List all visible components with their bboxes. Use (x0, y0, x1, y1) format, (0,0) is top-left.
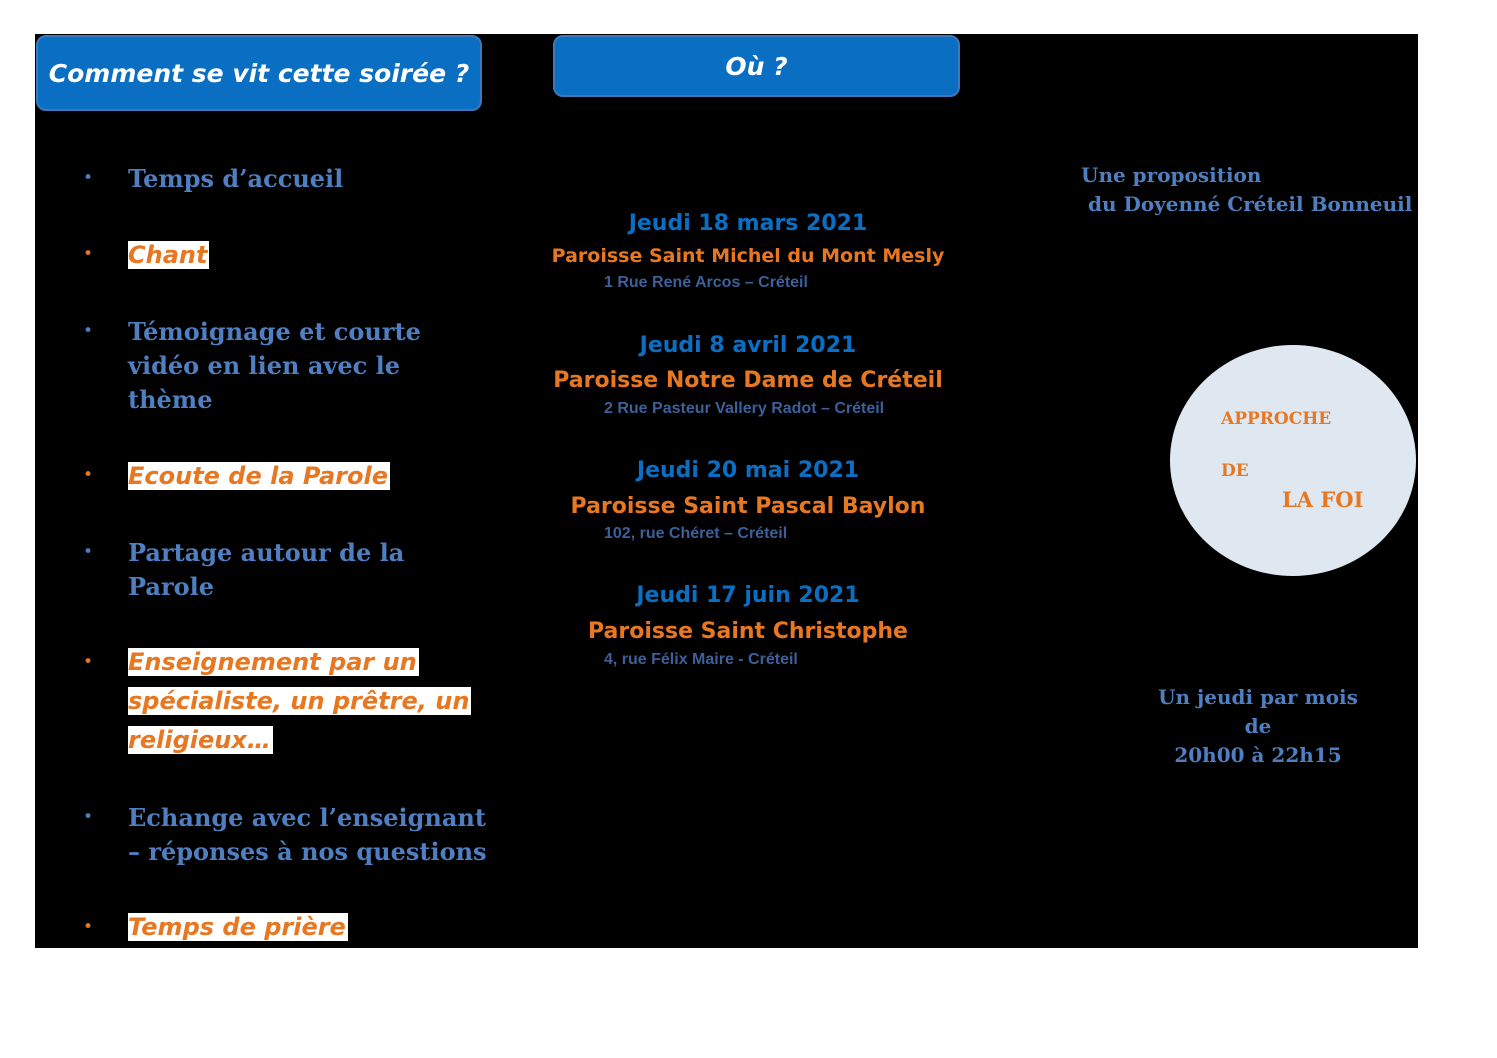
list-bullet: • (83, 542, 94, 562)
where-header: Où ? (553, 35, 960, 97)
list-bullet: • (83, 244, 94, 264)
list-item-text: Ecoute de la Parole (128, 462, 390, 490)
title-word-la-foi: LA FOI (1282, 487, 1364, 512)
list-item: Témoignage et courte vidéo en lien avec … (128, 317, 421, 414)
schedule-line3: 20h00 à 22h15 (1174, 743, 1342, 767)
session-address: 1 Rue René Arcos – Créteil (604, 274, 808, 291)
session-paroisse: Paroisse Notre Dame de Créteil (553, 368, 943, 393)
session-date: Jeudi 8 avril 2021 (639, 333, 857, 358)
proposal-line1: Une proposition (1081, 163, 1262, 187)
list-item-line: spécialiste, un prêtre, un (128, 687, 472, 715)
list-item: Echange avec l’enseignant – réponses à n… (128, 803, 487, 866)
list-item: Temps d’accueil (128, 164, 344, 193)
list-item: Enseignement par un spécialiste, un prêt… (128, 643, 472, 760)
session-address: 102, rue Chéret – Créteil (604, 525, 788, 542)
session-paroisse: Paroisse Saint Christophe (588, 619, 908, 644)
list-bullet: • (83, 465, 94, 485)
list-bullet: • (83, 807, 94, 827)
list-item-line: Enseignement par un (128, 648, 419, 676)
session-paroisse: Paroisse Saint Pascal Baylon (570, 494, 926, 519)
session-date: Jeudi 20 mai 2021 (636, 458, 860, 483)
list-bullet: • (83, 321, 94, 341)
title-circle (1170, 345, 1416, 576)
list-item: Chant (128, 236, 210, 275)
list-item-text: Chant (128, 241, 210, 269)
list-bullet: • (83, 168, 94, 188)
schedule: Un jeudi par mois de 20h00 à 22h15 (1140, 683, 1376, 770)
session-address: 4, rue Félix Maire - Créteil (604, 651, 798, 668)
title-word-de: DE (1221, 461, 1249, 481)
list-item-line: religieux… (128, 726, 273, 754)
session-paroisse: Paroisse Saint Michel du Mont Mesly (551, 245, 945, 267)
schedule-line1: Un jeudi par mois (1158, 685, 1358, 709)
list-item: Temps de prière (128, 908, 348, 947)
session-address: 2 Rue Pasteur Vallery Radot – Créteil (604, 400, 885, 417)
session-date: Jeudi 17 juin 2021 (636, 583, 860, 608)
proposal-line2: du Doyenné Créteil Bonneuil (1088, 192, 1413, 216)
list-bullet: • (83, 652, 94, 672)
list-item-text: Temps de prière (128, 913, 348, 941)
list-item: Ecoute de la Parole (128, 457, 390, 496)
title-word-approche: APPROCHE (1221, 409, 1332, 429)
how-header: Comment se vit cette soirée ? (36, 35, 482, 111)
session-date: Jeudi 18 mars 2021 (628, 211, 868, 236)
list-item: Partage autour de la Parole (128, 538, 405, 601)
list-bullet: • (83, 917, 94, 937)
schedule-line2: de (1244, 714, 1272, 738)
